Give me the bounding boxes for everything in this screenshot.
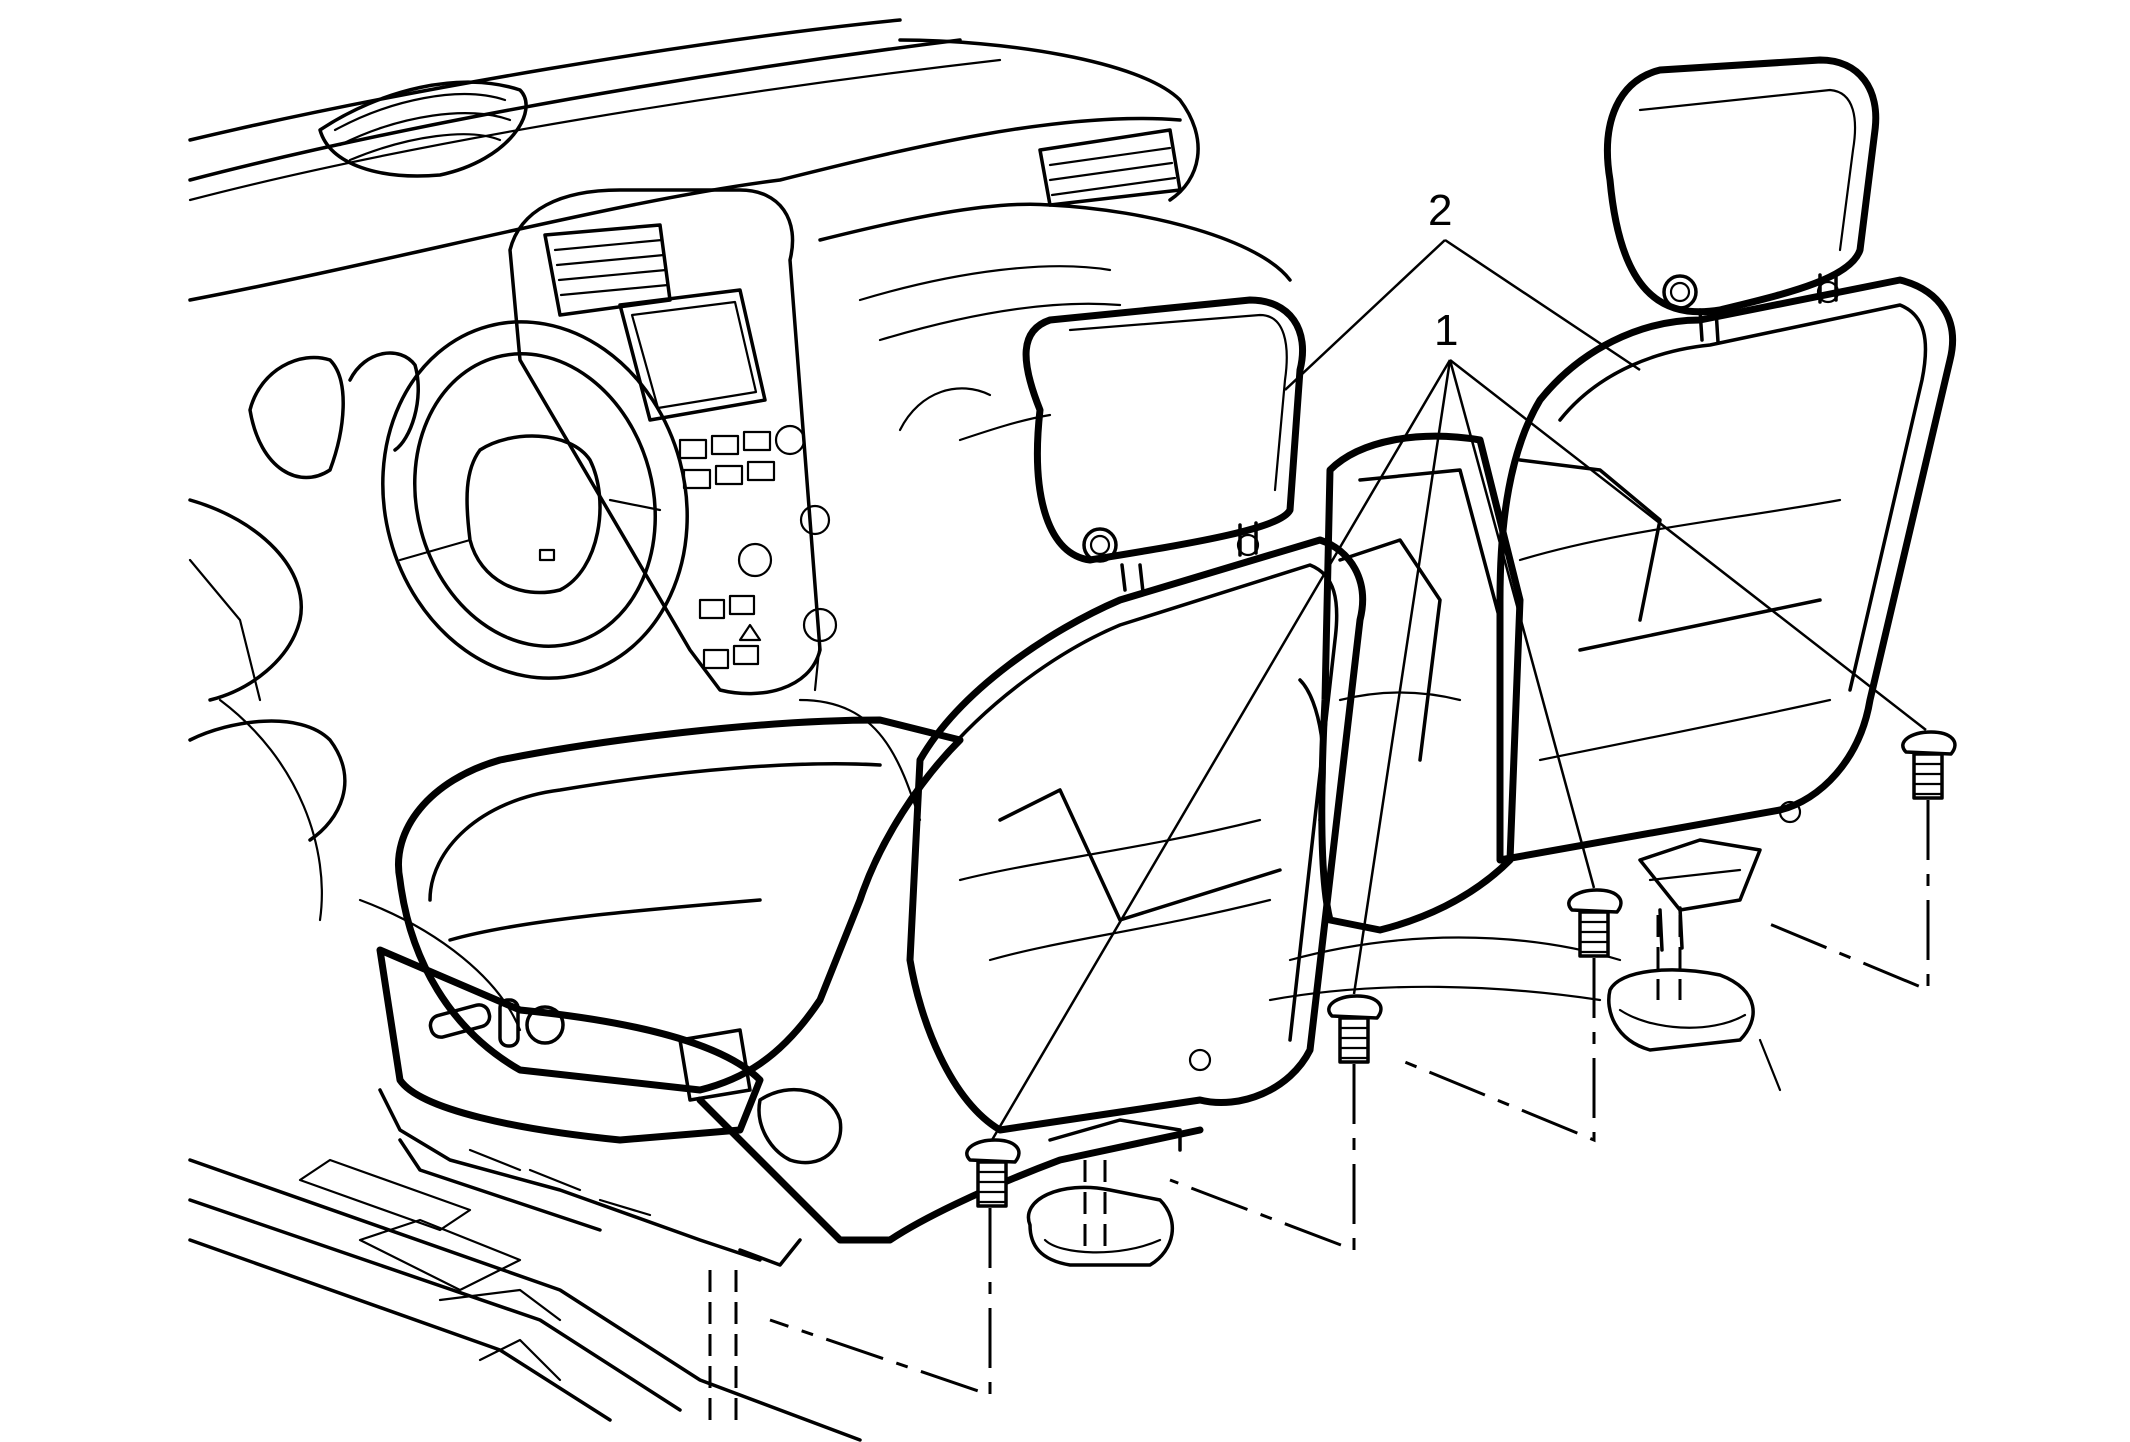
bolt-3 [1567, 888, 1623, 958]
leader-1-a [990, 359, 1452, 1141]
cushion-right [1318, 432, 1524, 934]
rear-floor-mount [1607, 968, 1755, 1052]
bolt-2 [1327, 994, 1383, 1064]
seat-left [376, 296, 1367, 1267]
center-stack [508, 188, 822, 696]
backrest-left [906, 536, 1367, 1134]
leader-2-left [1284, 239, 1446, 391]
speaker-grille [318, 80, 528, 178]
bolt-1 [965, 1138, 1021, 1208]
right-air-vent [1038, 128, 1182, 207]
alignment-lines [708, 800, 1930, 1420]
leader-1-c [1448, 359, 1596, 889]
headrest-left [1022, 296, 1307, 564]
callout-2: 2 [1428, 186, 1452, 235]
bolt-4 [1901, 730, 1957, 800]
backrest-right [1496, 276, 1957, 864]
leader-1-d [1449, 359, 1927, 731]
display-screen [618, 288, 767, 422]
seat-adjust-switch [428, 1003, 492, 1039]
seat-right [1318, 56, 1957, 952]
front-floor-mount [1026, 1185, 1175, 1267]
callout-leaders [990, 238, 1927, 1141]
floor-sill [188, 1158, 862, 1442]
seat-side-trim-left [376, 946, 764, 1144]
leader-1-b [1352, 359, 1452, 995]
callout-1: 1 [1434, 306, 1458, 355]
recline-knob [525, 1005, 565, 1045]
floor-mounts [1026, 936, 1782, 1267]
headrest-right [1603, 56, 1880, 316]
leader-2-right [1444, 238, 1641, 372]
airbag-cover [465, 434, 602, 595]
steering-wheel [381, 320, 689, 680]
dashboard-background [188, 18, 1292, 1032]
cushion-left [395, 716, 964, 1094]
gauge-cluster [248, 355, 345, 480]
